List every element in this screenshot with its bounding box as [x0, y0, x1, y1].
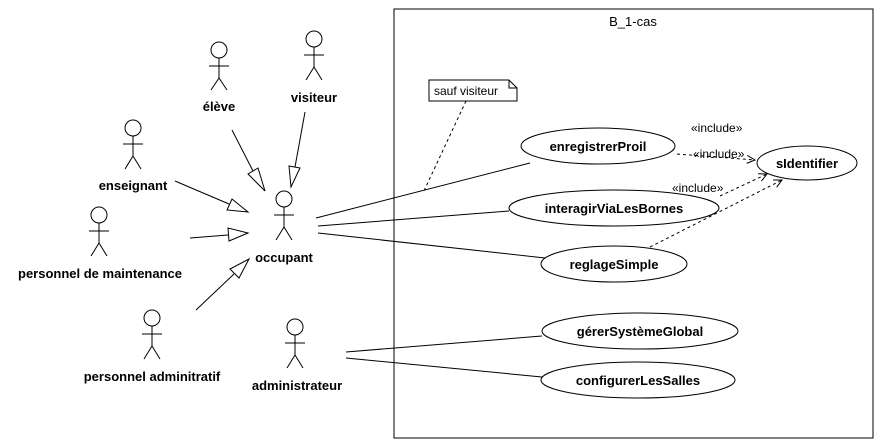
include-label-2: «include»: [693, 147, 745, 161]
usecase-interagir[interactable]: interagirViaLesBornes: [508, 189, 720, 227]
actor-label: occupant: [255, 250, 313, 265]
include-label-3: «include»: [672, 181, 724, 195]
note-anchor: [422, 100, 467, 194]
usecase-reglage[interactable]: reglageSimple: [540, 245, 688, 283]
stick-figure-icon: [274, 190, 294, 241]
generalization-visiteur: [288, 111, 306, 189]
stick-figure-icon: [89, 206, 109, 257]
assoc-occupant-enregistrer: [315, 162, 531, 219]
include-enregistrer: [676, 153, 755, 160]
assoc-occupant-interagir: [317, 210, 510, 227]
svg-text:sIdentifier: sIdentifier: [776, 156, 838, 171]
system-title: B_1-cas: [609, 14, 657, 29]
include-label-1: «include»: [691, 121, 743, 135]
actor-personnel-maintenance[interactable]: personnel de maintenance: [18, 206, 182, 281]
actor-administrateur[interactable]: administrateur: [252, 318, 342, 393]
note: sauf visiteur: [428, 79, 518, 102]
stick-figure-icon: [142, 309, 162, 360]
usecase-sidentifier[interactable]: sIdentifier: [756, 145, 858, 181]
actor-label: personnel de maintenance: [18, 266, 182, 281]
actor-label: visiteur: [291, 90, 337, 105]
stick-figure-icon: [285, 318, 305, 369]
svg-text:enregistrerProil: enregistrerProil: [550, 139, 647, 154]
generalization-eleve: [231, 129, 266, 192]
usecase-configurer[interactable]: configurerLesSalles: [540, 361, 736, 399]
note-text: sauf visiteur: [434, 84, 498, 98]
svg-text:configurerLesSalles: configurerLesSalles: [576, 373, 700, 388]
include-reglage: [649, 180, 782, 248]
actor-label: élève: [203, 99, 236, 114]
assoc-occupant-reglage: [317, 232, 546, 259]
actor-occupant[interactable]: occupant: [255, 190, 314, 265]
include-interagir: [719, 174, 767, 197]
generalization-enseignant: [174, 180, 250, 213]
actor-enseignant[interactable]: enseignant: [99, 119, 168, 193]
generalization-maintenance: [189, 227, 250, 242]
actor-visiteur[interactable]: visiteur: [291, 30, 337, 105]
actor-eleve[interactable]: élève: [203, 41, 236, 114]
usecase-enregistrer[interactable]: enregistrerProil: [520, 127, 676, 165]
usecase-gerer[interactable]: gérerSystèmeGlobal: [541, 312, 739, 350]
actor-personnel-administratif[interactable]: personnel adminitratif: [84, 309, 221, 384]
stick-figure-icon: [304, 30, 324, 81]
svg-text:reglageSimple: reglageSimple: [570, 257, 659, 272]
actor-label: administrateur: [252, 378, 342, 393]
actor-label: enseignant: [99, 178, 168, 193]
generalization-administratif: [195, 257, 251, 311]
system-boundary: [393, 8, 874, 439]
assoc-admin-configurer: [345, 357, 543, 378]
svg-text:interagirViaLesBornes: interagirViaLesBornes: [545, 201, 683, 216]
stick-figure-icon: [209, 41, 229, 91]
assoc-admin-gerer: [345, 335, 543, 353]
svg-text:gérerSystèmeGlobal: gérerSystèmeGlobal: [577, 324, 703, 339]
actor-label: personnel adminitratif: [84, 369, 221, 384]
stick-figure-icon: [123, 119, 143, 170]
